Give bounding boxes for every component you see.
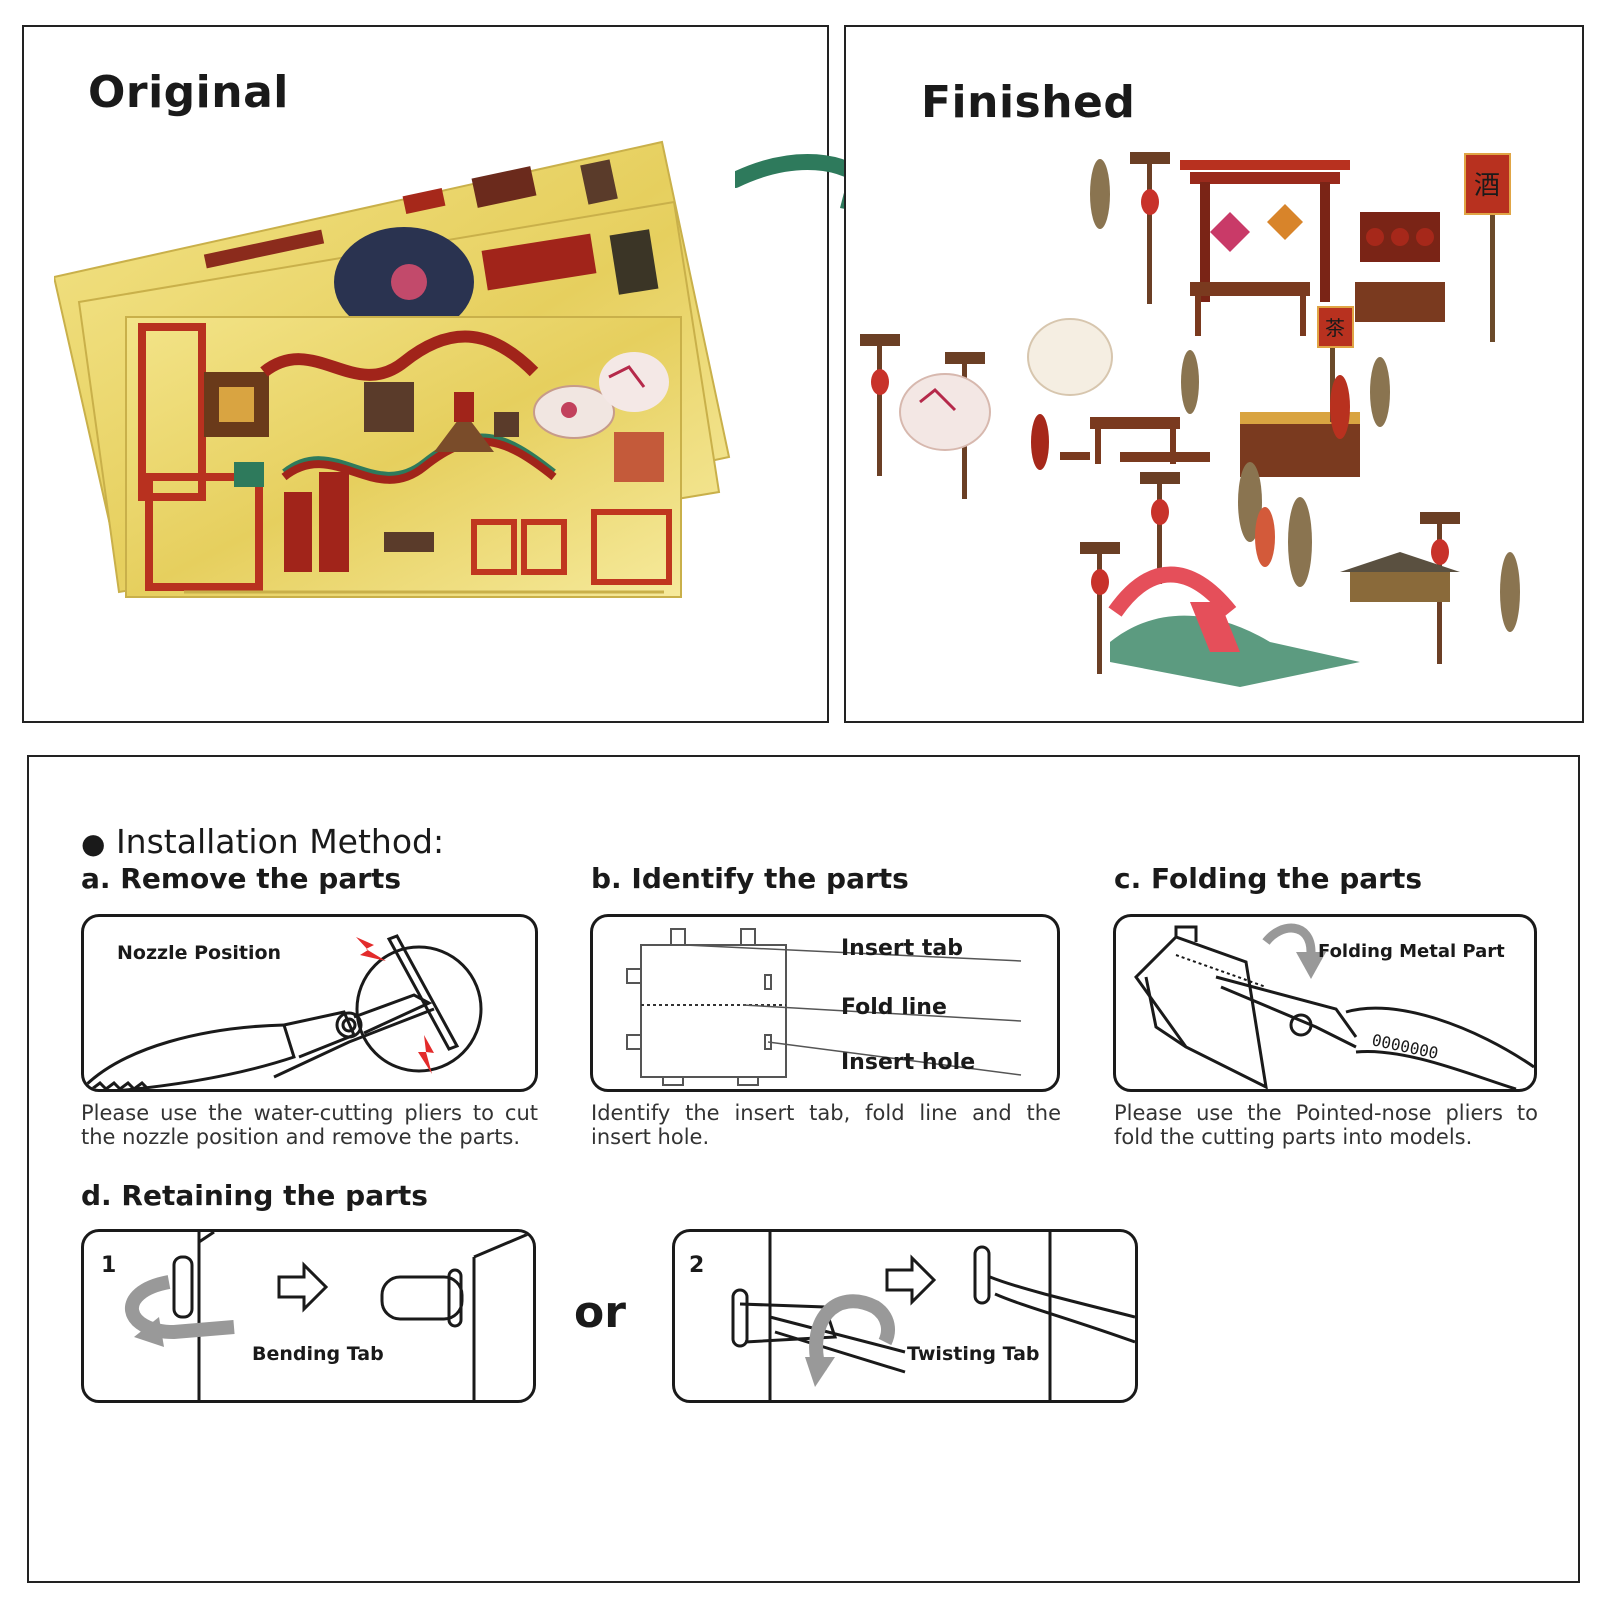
finished-title: Finished bbox=[921, 77, 1136, 128]
fold-line-label: Fold line bbox=[841, 995, 947, 1020]
step-c-illustration: 0000000 Folding Metal Part bbox=[1113, 914, 1537, 1092]
original-panel: Original bbox=[22, 25, 829, 723]
twist-slot-icon bbox=[731, 1288, 749, 1348]
cutting-zone-circle bbox=[355, 945, 483, 1073]
step-c-title: c. Folding the parts bbox=[1114, 862, 1423, 895]
step-b-description: Identify the insert tab, fold line and t… bbox=[591, 1101, 1061, 1149]
finished-panel: Finished 酒 bbox=[844, 25, 1584, 723]
umbrella-right bbox=[1027, 318, 1113, 396]
finished-model-image: 酒 bbox=[860, 152, 1520, 687]
step-b-illustration: Insert tab Fold line Insert hole bbox=[590, 914, 1060, 1092]
metal-sheet-front bbox=[125, 316, 682, 598]
umbrella-left bbox=[899, 373, 991, 451]
insert-hole-label: Insert hole bbox=[841, 1050, 975, 1075]
twist-tab-icon bbox=[739, 1302, 838, 1344]
bridge-scene bbox=[1108, 552, 1460, 687]
plier-grip-pattern: 0000000 bbox=[1370, 1030, 1440, 1063]
pointed-nose-pliers-icon bbox=[1215, 975, 1534, 1089]
step-b-title: b. Identify the parts bbox=[591, 862, 909, 895]
pliers-jaw-icon bbox=[769, 1315, 906, 1374]
wine-sign-text: 酒 bbox=[1474, 171, 1500, 201]
tables bbox=[1060, 282, 1445, 464]
folding-metal-part-label: Folding Metal Part bbox=[1318, 941, 1505, 962]
cut-mark-top-icon bbox=[356, 937, 386, 961]
installation-heading-text: Installation Method: bbox=[115, 822, 445, 861]
folding-illustration: 0000000 Folding Metal Part bbox=[1134, 923, 1534, 1089]
fold-line-pointer bbox=[742, 1004, 1022, 1022]
step-d-title: d. Retaining the parts bbox=[81, 1179, 428, 1212]
step-c-description: Please use the Pointed-nose pliers to fo… bbox=[1114, 1101, 1538, 1149]
option-2-number: 2 bbox=[689, 1253, 704, 1278]
step-a-description: Please use the water-cutting pliers to c… bbox=[81, 1101, 538, 1149]
step-d-option-2: 2 Twisting Tab bbox=[672, 1229, 1138, 1403]
metal-sheets-image bbox=[54, 140, 731, 598]
twisting-tab-label: Twisting Tab bbox=[907, 1343, 1040, 1365]
result-arrow-icon bbox=[277, 1261, 329, 1313]
bullet-icon: ● bbox=[81, 827, 106, 860]
bending-tab-illustration: 1 Bending Tab bbox=[101, 1232, 533, 1400]
original-title: Original bbox=[88, 67, 289, 118]
insert-hole-pointer bbox=[767, 1041, 1022, 1076]
step-a-title: a. Remove the parts bbox=[81, 862, 402, 895]
part-diagram-illustration: Insert tab Fold line Insert hole bbox=[626, 928, 1022, 1086]
twist-direction-arrow bbox=[809, 1294, 895, 1375]
fold-direction-arrow bbox=[1262, 923, 1316, 953]
cut-mark-bottom-icon bbox=[418, 1035, 434, 1074]
option-1-number: 1 bbox=[101, 1253, 116, 1278]
flat-part-outline bbox=[626, 928, 787, 1086]
step-d-option-1: 1 Bending Tab bbox=[81, 1229, 536, 1403]
nozzle-position-label: Nozzle Position bbox=[117, 942, 281, 964]
fold-direction-arrowhead bbox=[1296, 952, 1326, 979]
tea-sign-text: 茶 bbox=[1325, 316, 1345, 340]
bend-direction-arrow bbox=[125, 1275, 235, 1340]
tab-slot-icon bbox=[172, 1255, 194, 1319]
figures bbox=[1031, 159, 1520, 632]
twisted-tab-icon bbox=[973, 1245, 991, 1305]
installation-panel: ● Installation Method: a. Remove the par… bbox=[27, 755, 1580, 1583]
insert-tab-label: Insert tab bbox=[841, 936, 963, 961]
folded-box-outline bbox=[1134, 925, 1268, 1089]
twisting-tab-illustration: 2 Twisting Tab bbox=[689, 1232, 1135, 1400]
pliers-icon bbox=[84, 934, 460, 1089]
box-fold-line bbox=[1175, 954, 1267, 988]
gate-structure bbox=[1180, 160, 1440, 302]
bending-tab-label: Bending Tab bbox=[252, 1343, 384, 1365]
pliers-cutting-illustration: Nozzle Position bbox=[84, 934, 483, 1089]
insert-tab-pointer bbox=[684, 944, 1022, 962]
or-separator: or bbox=[574, 1287, 626, 1338]
installation-heading: ● Installation Method: bbox=[81, 822, 444, 861]
wine-banner: 酒 bbox=[1464, 153, 1511, 342]
step-a-illustration: Nozzle Position bbox=[81, 914, 538, 1092]
result-arrow-icon-2 bbox=[885, 1254, 937, 1306]
